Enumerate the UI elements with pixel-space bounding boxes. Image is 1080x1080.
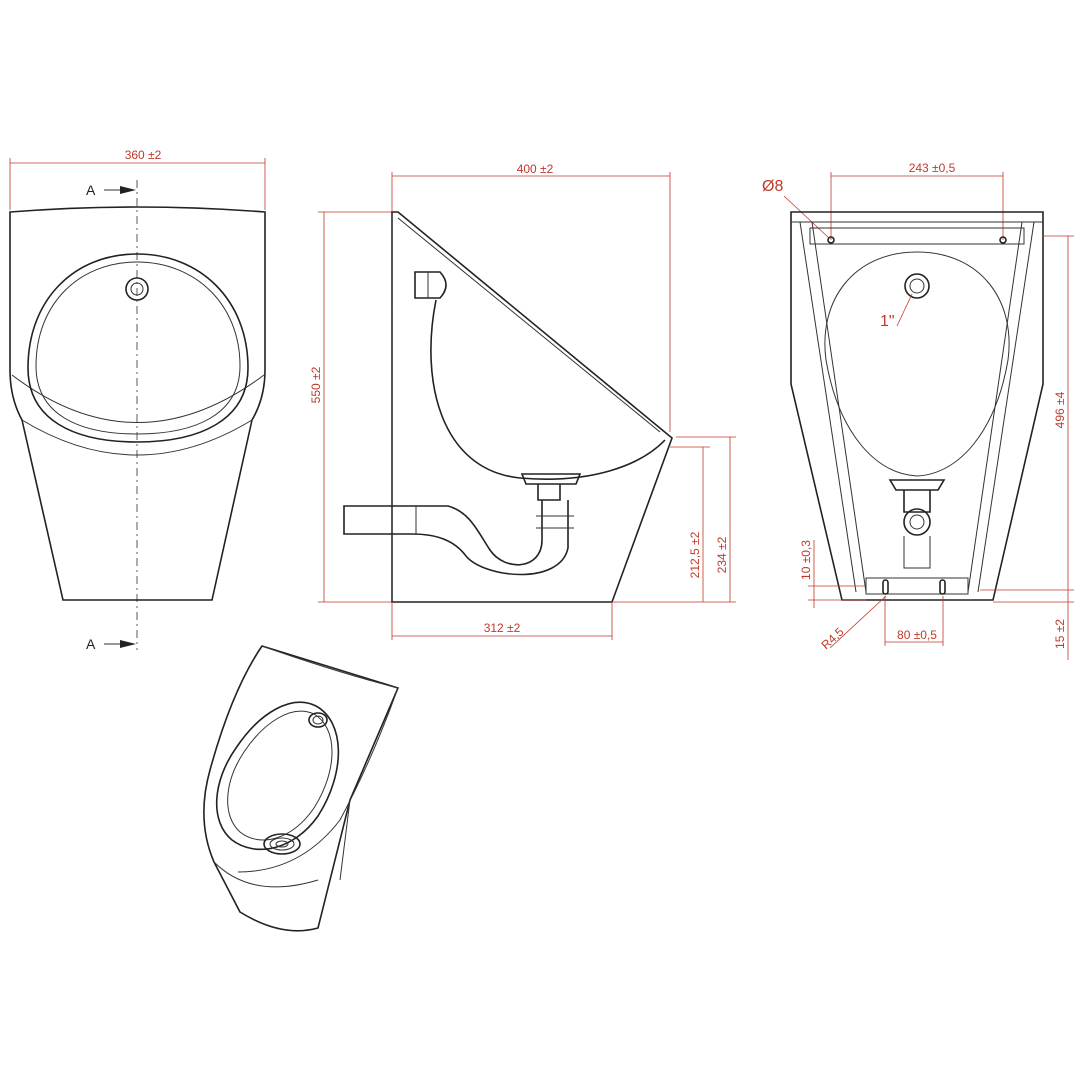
siphon-trap [343,500,569,576]
dim-side-depth: 400 ±2 [517,162,554,176]
dim-hole-diameter: Ø8 [762,178,783,195]
section-label-bottom: A [86,636,96,652]
dim-side-height: 550 ±2 [309,366,323,403]
dim-slot-radius: R4,5 [818,624,846,652]
iso-bowl-outline [215,701,340,851]
rear-view: 243 ±0,5 Ø8 1" 4 [762,161,1074,660]
dim-base-depth: 312 ±2 [484,621,521,635]
dim-slot-offset: 10 ±0,3 [799,540,813,580]
front-bowl-outline [27,253,249,443]
dim-slot-spacing: 80 ±0,5 [897,628,937,642]
dim-outlet-height-b: 234 ±2 [715,536,729,573]
isometric-view [203,645,400,932]
dim-front-width: 360 ±2 [125,148,162,162]
dim-outlet-height-a: 212,5 ±2 [688,531,702,578]
front-view: 360 ±2 A A [9,148,266,652]
iso-body-outline [203,645,400,932]
dim-inlet-size: 1" [880,313,895,330]
dim-mount-height: 496 ±4 [1053,391,1067,428]
dim-base-offset: 15 ±2 [1053,619,1067,649]
front-body-outline [9,206,266,601]
side-view: 400 ±2 550 ±2 212,5 ±2 234 ±2 [309,162,736,640]
side-bowl-curve [430,299,666,480]
rear-body-outline [790,211,1044,601]
dim-hole-spacing: 243 ±0,5 [909,161,956,175]
section-label-top: A [86,182,96,198]
